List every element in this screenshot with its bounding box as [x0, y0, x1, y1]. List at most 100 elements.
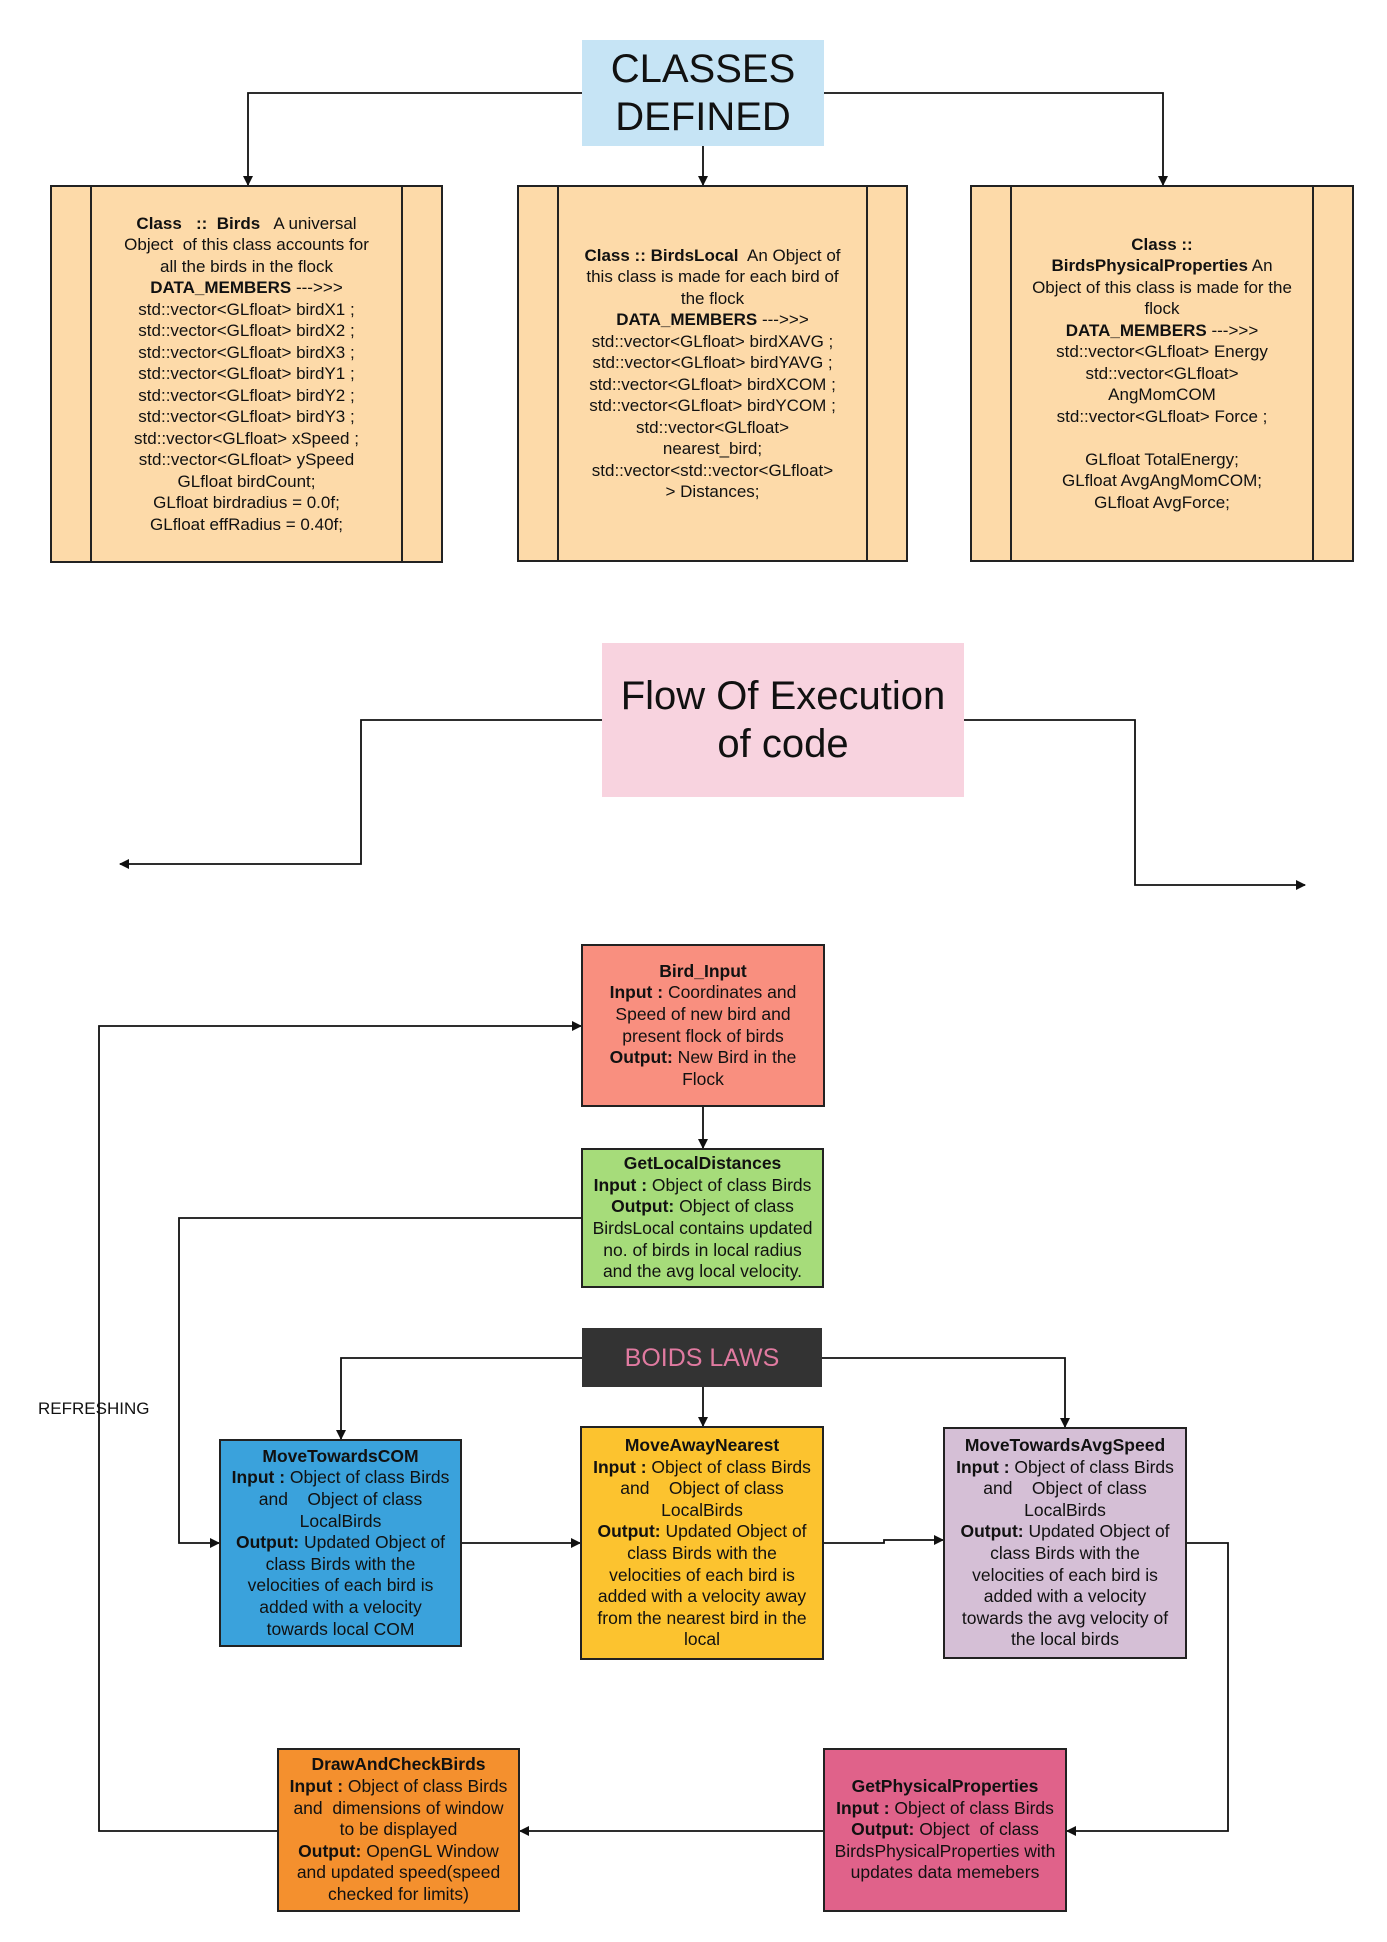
text-line: no. of birds in local radius	[603, 1240, 801, 1262]
text-line: AngMomCOM	[1108, 384, 1216, 406]
text: Updated Object of	[299, 1532, 446, 1553]
bold-text: Input :	[836, 1797, 890, 1818]
classes-title-line: DEFINED	[615, 95, 791, 139]
text-line: Flock	[682, 1069, 724, 1091]
text-line: Object of this class accounts for	[124, 234, 369, 256]
arrow-local-to-com	[178, 1217, 582, 1548]
text: and Object of class	[620, 1478, 784, 1499]
flow-of-execution-title: Flow Of Execution of code	[602, 643, 964, 797]
scroll-edge-left	[557, 187, 559, 560]
text: from the nearest bird in the	[597, 1607, 807, 1628]
text-line: MoveAwayNearest	[625, 1435, 779, 1457]
text-line: std::vector<GLfloat> birdY2 ;	[138, 385, 354, 407]
arrow-flow-right	[964, 719, 1306, 890]
text-line: LocalBirds	[300, 1511, 382, 1533]
text: class Birds with the	[265, 1553, 416, 1574]
text-line: class Birds with the	[990, 1543, 1140, 1565]
text-line: GetLocalDistances	[624, 1153, 782, 1175]
text-line: GLfloat birdCount;	[178, 471, 316, 493]
text: this class is made for each bird of	[586, 267, 839, 286]
text-line: all the birds in the flock	[160, 256, 333, 278]
text: std::vector<GLfloat> birdXAVG ;	[591, 331, 834, 351]
text-line: Speed of new bird and	[615, 1004, 790, 1026]
text-line: GLfloat AvgAngMomCOM;	[1062, 470, 1262, 492]
text: New Bird in the	[672, 1047, 797, 1068]
text: GLfloat birdCount;	[177, 471, 316, 491]
text-line: present flock of birds	[622, 1026, 783, 1048]
text: std::vector<GLfloat> birdYAVG ;	[592, 353, 833, 372]
text-line: DATA_MEMBERS --->>>	[1066, 320, 1259, 342]
text-line: and Object of class	[620, 1478, 783, 1500]
text-line: and Object of class	[983, 1478, 1146, 1500]
text: added with a velocity	[983, 1586, 1147, 1607]
text: the flock	[680, 288, 745, 308]
text: GLfloat birdradius = 0.0f;	[153, 493, 340, 513]
text-line: flock	[1145, 298, 1180, 320]
arrow-away-to-avg	[824, 1535, 944, 1545]
text: An	[1247, 256, 1273, 276]
arrow-boids-to-com	[336, 1357, 582, 1440]
text-line: nearest_bird;	[663, 438, 762, 460]
bold-text: Output:	[611, 1196, 675, 1217]
text-line: std::vector<GLfloat>	[1085, 363, 1238, 385]
text-line: GetPhysicalProperties	[852, 1776, 1039, 1798]
text-line: Input : Object of class Birds	[593, 1457, 811, 1479]
arrow-classes-to-birds	[243, 92, 582, 186]
text-line: std::vector<GLfloat> Energy	[1056, 341, 1268, 363]
text: std::vector<std::vector<GLfloat>	[591, 460, 834, 480]
text: Object of class Birds	[285, 1467, 450, 1488]
scroll-edge-right	[866, 187, 868, 560]
text-line: BirdsPhysicalProperties with	[835, 1841, 1056, 1863]
text-line: std::vector<GLfloat> ySpeed	[139, 449, 354, 471]
text-line: velocities of each bird is	[248, 1575, 434, 1597]
text: Updated Object of	[660, 1521, 807, 1542]
text: all the birds in the flock	[160, 256, 333, 276]
text: > Distances;	[665, 482, 760, 501]
text: An Object of	[738, 245, 841, 265]
bold-text: DATA_MEMBERS	[150, 278, 292, 298]
bold-text: Input :	[289, 1776, 344, 1797]
text-line: Input : Object of class Birds	[836, 1798, 1054, 1820]
text: std::vector<GLfloat>	[635, 417, 790, 437]
text-line: Output: Updated Object of	[960, 1521, 1169, 1543]
arrow-boids-to-avg	[822, 1357, 1070, 1428]
text-line: Input : Object of class Birds	[956, 1457, 1174, 1479]
bold-text: Output:	[851, 1819, 915, 1840]
bold-text: Output:	[298, 1840, 362, 1861]
text-line: the local birds	[1011, 1629, 1119, 1651]
text: std::vector<GLfloat> ySpeed	[138, 450, 355, 470]
text-line: towards local COM	[267, 1619, 415, 1641]
bold-text: Input :	[593, 1456, 647, 1477]
text-line: DrawAndCheckBirds	[311, 1754, 485, 1776]
bold-text: GetPhysicalProperties	[851, 1776, 1039, 1797]
text-line: Input : Object of class Birds	[232, 1467, 450, 1489]
text-line: added with a velocity	[259, 1597, 421, 1619]
text: std::vector<GLfloat> Energy	[1056, 342, 1268, 362]
text: --->>>	[291, 278, 343, 298]
scroll-edge-right	[1312, 187, 1314, 560]
text-line: BirdsPhysicalProperties An	[1051, 255, 1272, 277]
text: AngMomCOM	[1108, 385, 1216, 405]
text: present flock of birds	[622, 1025, 784, 1046]
text: GLfloat AvgForce;	[1094, 492, 1230, 512]
text-line: std::vector<std::vector<GLfloat>	[592, 460, 833, 482]
text: and dimensions of window	[293, 1797, 504, 1818]
text-line: std::vector<GLfloat> birdX1 ;	[138, 299, 354, 321]
text: --->>>	[757, 310, 809, 329]
bold-text: Class :: Birds	[136, 213, 261, 233]
bold-text: DrawAndCheckBirds	[311, 1754, 486, 1775]
text-line: GLfloat effRadius = 0.40f;	[150, 514, 343, 536]
text: to be displayed	[339, 1819, 458, 1840]
text-line: std::vector<GLfloat> xSpeed ;	[134, 428, 359, 450]
text-line: GLfloat TotalEnergy;	[1085, 449, 1239, 471]
text-line: std::vector<GLfloat>	[636, 417, 789, 439]
scroll-edge-right	[401, 187, 403, 561]
text: std::vector<GLfloat> birdY2 ;	[138, 385, 355, 405]
